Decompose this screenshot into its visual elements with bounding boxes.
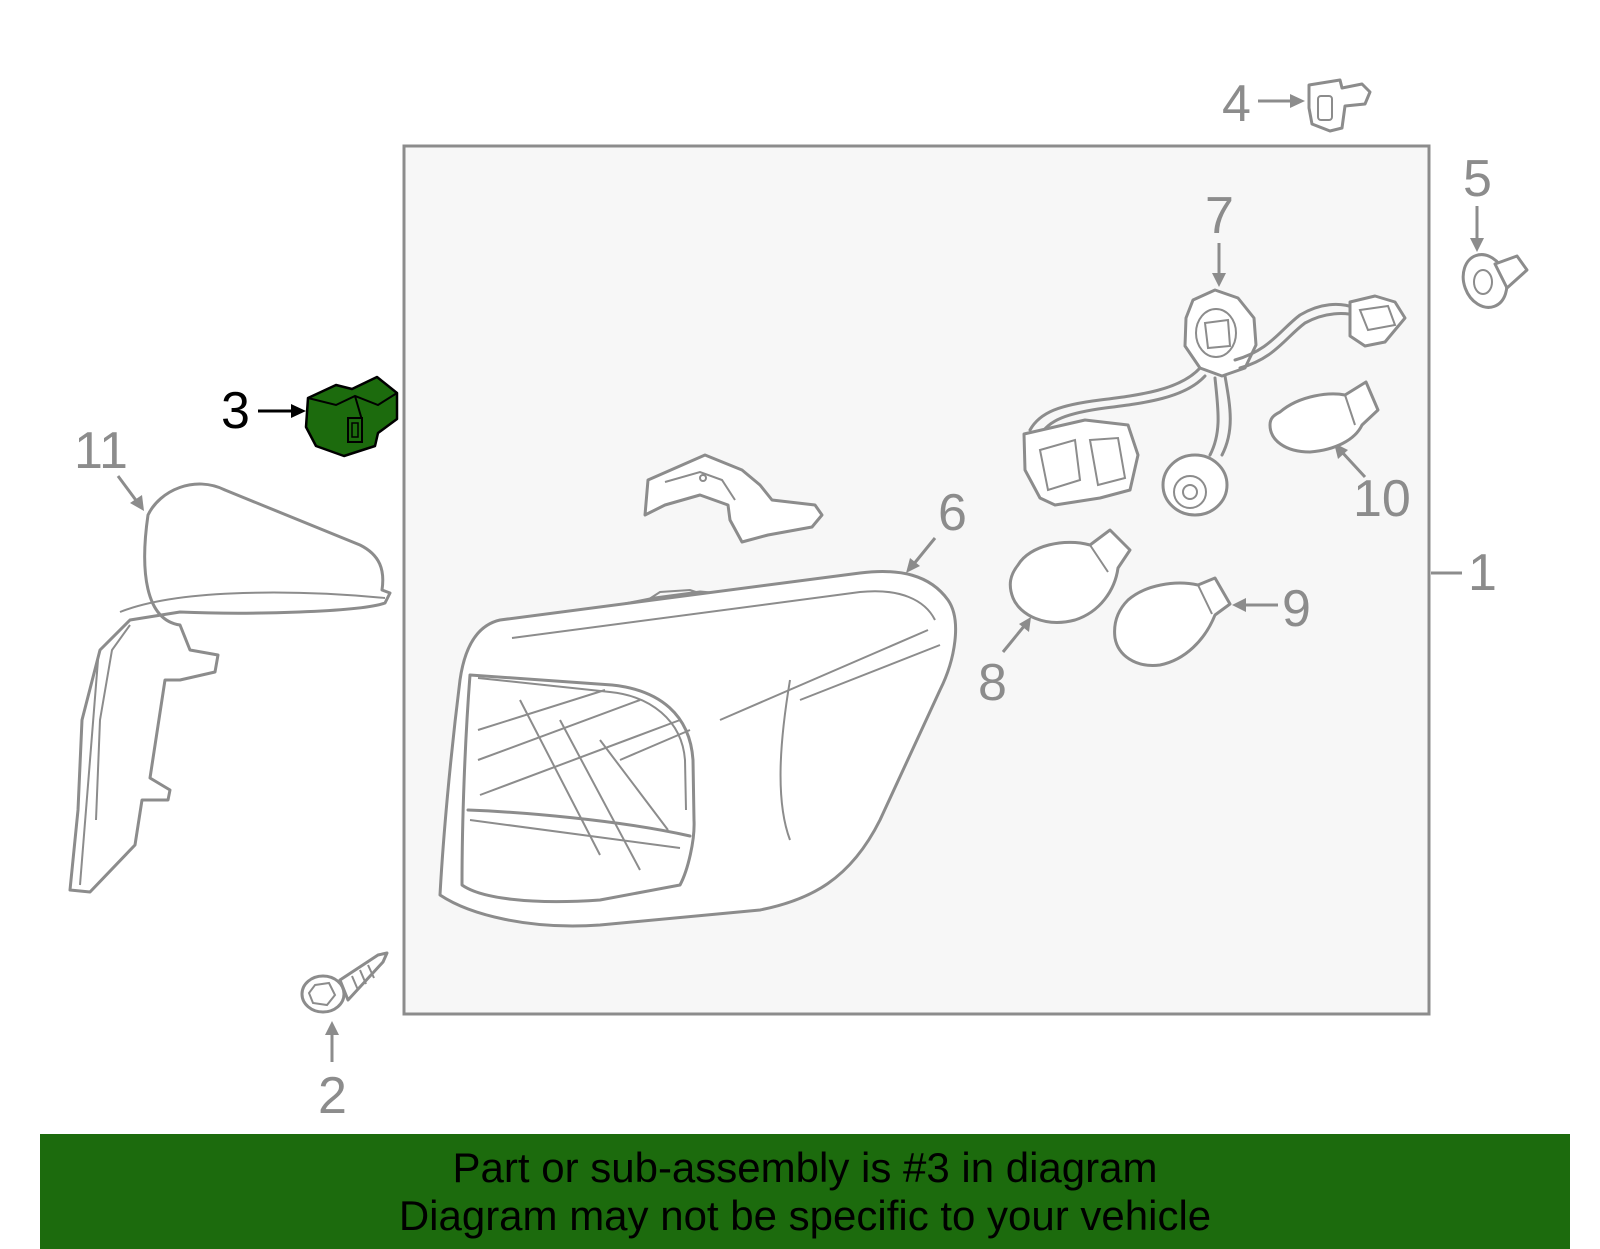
- callout-9[interactable]: 9: [1232, 580, 1311, 638]
- socket-harness-part-7[interactable]: [1022, 288, 1407, 517]
- banner-line-2: Diagram may not be specific to your vehi…: [398, 1192, 1212, 1239]
- callout-11-label: 11: [74, 422, 128, 480]
- callout-1[interactable]: 1: [1431, 544, 1497, 602]
- callout-9-label: 9: [1282, 580, 1311, 638]
- callout-6-label: 6: [938, 484, 967, 542]
- clip-part-4[interactable]: [1307, 78, 1372, 133]
- callout-3[interactable]: 3: [221, 382, 306, 440]
- callout-7[interactable]: 7: [1205, 187, 1234, 287]
- callout-3-label: 3: [221, 382, 250, 440]
- screw-part-2[interactable]: [300, 951, 389, 1014]
- bulb-part-8[interactable]: [1008, 528, 1132, 624]
- callout-8[interactable]: 8: [978, 617, 1031, 712]
- callout-5-label: 5: [1463, 150, 1492, 208]
- callout-7-label: 7: [1205, 187, 1234, 245]
- info-banner: Part or sub-assembly is #3 in diagram Di…: [40, 1134, 1570, 1249]
- banner-line-1: Part or sub-assembly is #3 in diagram: [452, 1144, 1158, 1191]
- callout-1-label: 1: [1468, 544, 1497, 602]
- callout-4[interactable]: 4: [1222, 75, 1305, 133]
- callout-10[interactable]: 10: [1334, 443, 1411, 528]
- bracket: [643, 453, 824, 544]
- bulb-part-9[interactable]: [1113, 576, 1232, 667]
- callout-10-label: 10: [1353, 470, 1411, 528]
- callout-6[interactable]: 6: [906, 484, 967, 573]
- grommet-part-5[interactable]: [1456, 248, 1529, 313]
- highlighted-part-3[interactable]: [304, 375, 399, 458]
- callout-5[interactable]: 5: [1463, 150, 1492, 252]
- bulb-part-10[interactable]: [1268, 380, 1380, 454]
- callout-4-label: 4: [1222, 75, 1251, 133]
- callout-11[interactable]: 11: [74, 422, 144, 511]
- lamp-lens-part-6[interactable]: [438, 569, 958, 928]
- callout-2-label: 2: [318, 1067, 347, 1125]
- callout-2[interactable]: 2: [318, 1021, 347, 1125]
- garnish-part-11[interactable]: [68, 482, 392, 894]
- callout-8-label: 8: [978, 654, 1007, 712]
